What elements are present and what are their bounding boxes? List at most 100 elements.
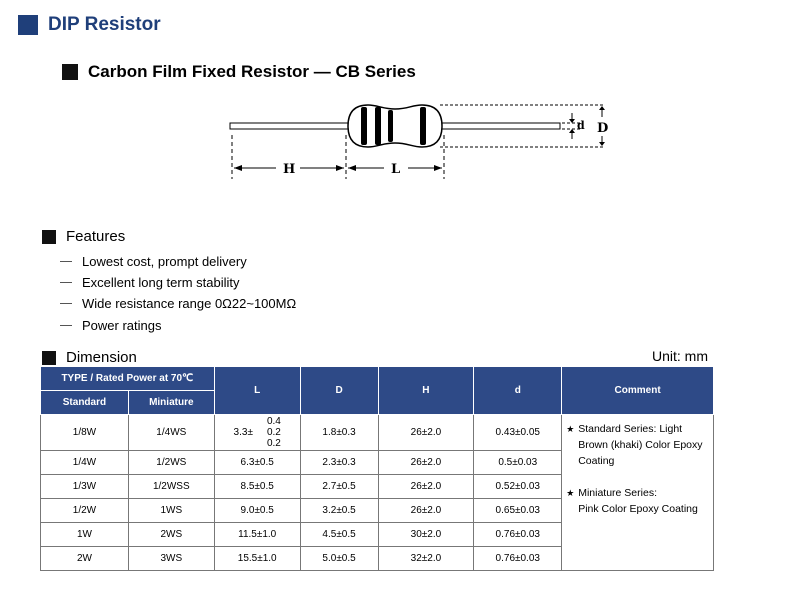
resistor-body — [347, 104, 443, 148]
cell-L-base: 3.3± — [233, 427, 253, 438]
comment-cell: ★Standard Series: Light Brown (khaki) Co… — [561, 414, 714, 571]
features-square-icon — [42, 229, 56, 244]
color-band-3 — [388, 110, 393, 142]
section-title: Carbon Film Fixed Resistor — CB Series — [62, 62, 416, 82]
feature-text: Lowest cost, prompt delivery — [82, 254, 247, 269]
features-title-text: Features — [66, 228, 126, 245]
cell-standard: 1/2W — [40, 498, 129, 523]
page-heading: DIP Resistor — [18, 12, 161, 38]
table-subheader-row: Standard Miniature — [40, 390, 714, 415]
d-arrowhead-top — [569, 119, 575, 123]
D-arrowhead-bottom — [599, 142, 605, 146]
unit-label: Unit: mm — [652, 348, 708, 364]
comment-text: Miniature Series: — [578, 487, 657, 499]
cell-D: 2.3±0.3 — [299, 450, 379, 475]
table-row: 2W 3WS 15.5±1.0 5.0±0.5 32±2.0 0.76±0.03 — [40, 546, 714, 571]
cell-D: 4.5±0.5 — [299, 522, 379, 547]
header-D: D — [299, 366, 379, 415]
cell-L: 9.0±0.5 — [213, 498, 301, 523]
star-icon: ★ — [566, 488, 575, 498]
left-lead — [229, 122, 349, 130]
heading-square-icon — [18, 15, 38, 35]
h-arrowhead-right — [336, 165, 344, 171]
cell-d: 0.43±0.05 — [473, 414, 563, 451]
header-comment: Comment — [561, 366, 714, 415]
cell-H: 30±2.0 — [377, 522, 475, 547]
tol-mid: 0.2 — [266, 427, 281, 438]
cell-L: 8.5±0.5 — [213, 474, 301, 499]
dash-icon — [60, 325, 72, 326]
tol-bot: 0.2 — [266, 438, 281, 449]
dimension-table: TYPE / Rated Power at 70℃ L D H d Commen… — [40, 366, 714, 571]
cell-H: 26±2.0 — [377, 450, 475, 475]
D-arrowhead-top — [599, 106, 605, 110]
cell-standard: 1/4W — [40, 450, 129, 475]
right-lead — [441, 122, 561, 130]
star-icon: ★ — [566, 424, 575, 434]
header-type-group: TYPE / Rated Power at 70℃ — [40, 366, 215, 391]
dimension-square-icon — [42, 350, 56, 365]
cell-d: 0.5±0.03 — [473, 450, 563, 475]
color-band-4 — [420, 107, 426, 145]
cell-H: 26±2.0 — [377, 498, 475, 523]
cell-H: 32±2.0 — [377, 546, 475, 571]
cell-d: 0.65±0.03 — [473, 498, 563, 523]
table-row: 1/3W 1/2WSS 8.5±0.5 2.7±0.5 26±2.0 0.52±… — [40, 474, 714, 499]
color-band-1 — [361, 107, 367, 145]
tol-top: 0.4 — [266, 416, 281, 427]
heading-text: DIP Resistor — [48, 14, 161, 35]
cell-L: 6.3±0.5 — [213, 450, 301, 475]
dash-icon — [60, 261, 72, 262]
color-band-2 — [375, 107, 381, 145]
dash-icon — [60, 282, 72, 283]
section-square-icon — [62, 64, 78, 80]
comment-standard: ★Standard Series: Light — [566, 421, 709, 437]
cell-L: 15.5±1.0 — [213, 546, 301, 571]
header-standard: Standard — [40, 390, 129, 415]
cell-miniature: 1/4WS — [127, 414, 215, 451]
cell-H: 26±2.0 — [377, 414, 475, 451]
label-D-big: D — [597, 121, 608, 136]
d-arrowhead-bottom — [569, 129, 575, 133]
table-header-row: TYPE / Rated Power at 70℃ L D H d Commen… — [40, 366, 714, 415]
feature-item: Wide resistance range 0Ω22~100MΩ — [60, 296, 296, 311]
comment-miniature: ★Miniature Series: — [566, 485, 709, 501]
cell-d: 0.52±0.03 — [473, 474, 563, 499]
cell-miniature: 2WS — [127, 522, 215, 547]
feature-item: Power ratings — [60, 318, 161, 333]
l-arrowhead-right — [434, 165, 442, 171]
h-arrowhead-left — [234, 165, 242, 171]
cell-standard: 1W — [40, 522, 129, 547]
resistor-diagram: d D H L — [229, 104, 608, 179]
cell-D: 2.7±0.5 — [299, 474, 379, 499]
header-miniature: Miniature — [127, 390, 215, 415]
feature-text: Power ratings — [82, 318, 162, 333]
label-h: H — [283, 162, 295, 177]
comment-text: Standard Series: Light — [578, 423, 683, 435]
cell-standard: 1/3W — [40, 474, 129, 499]
cell-L-tolerance: 0.4 0.2 0.2 — [267, 416, 281, 449]
dimension-title: Dimension — [42, 349, 137, 366]
cell-L: 3.3± 0.4 0.2 0.2 — [213, 414, 301, 451]
cell-D: 1.8±0.3 — [299, 414, 379, 451]
section-title-text: Carbon Film Fixed Resistor — CB Series — [88, 62, 416, 81]
cell-miniature: 1WS — [127, 498, 215, 523]
cell-standard: 2W — [40, 546, 129, 571]
cell-d: 0.76±0.03 — [473, 522, 563, 547]
features-title: Features — [42, 228, 125, 245]
feature-text: Excellent long term stability — [82, 275, 240, 290]
comment-text: Brown (khaki) Color Epoxy — [578, 439, 703, 451]
cell-L: 11.5±1.0 — [213, 522, 301, 547]
l-arrowhead-left — [348, 165, 356, 171]
comment-text: Coating — [578, 455, 615, 467]
table-row: 1/8W 1/4WS 3.3± 0.4 0.2 0.2 1.8±0.3 26±2… — [40, 414, 714, 571]
feature-item: Lowest cost, prompt delivery — [60, 254, 247, 269]
dash-icon — [60, 303, 72, 304]
label-l: L — [391, 162, 400, 177]
feature-item: Excellent long term stability — [60, 275, 240, 290]
header-L: L — [213, 366, 301, 415]
dimension-title-text: Dimension — [66, 349, 137, 366]
table-row: 1W 2WS 11.5±1.0 4.5±0.5 30±2.0 0.76±0.03 — [40, 522, 714, 547]
cell-D: 5.0±0.5 — [299, 546, 379, 571]
cell-miniature: 1/2WSS — [127, 474, 215, 499]
